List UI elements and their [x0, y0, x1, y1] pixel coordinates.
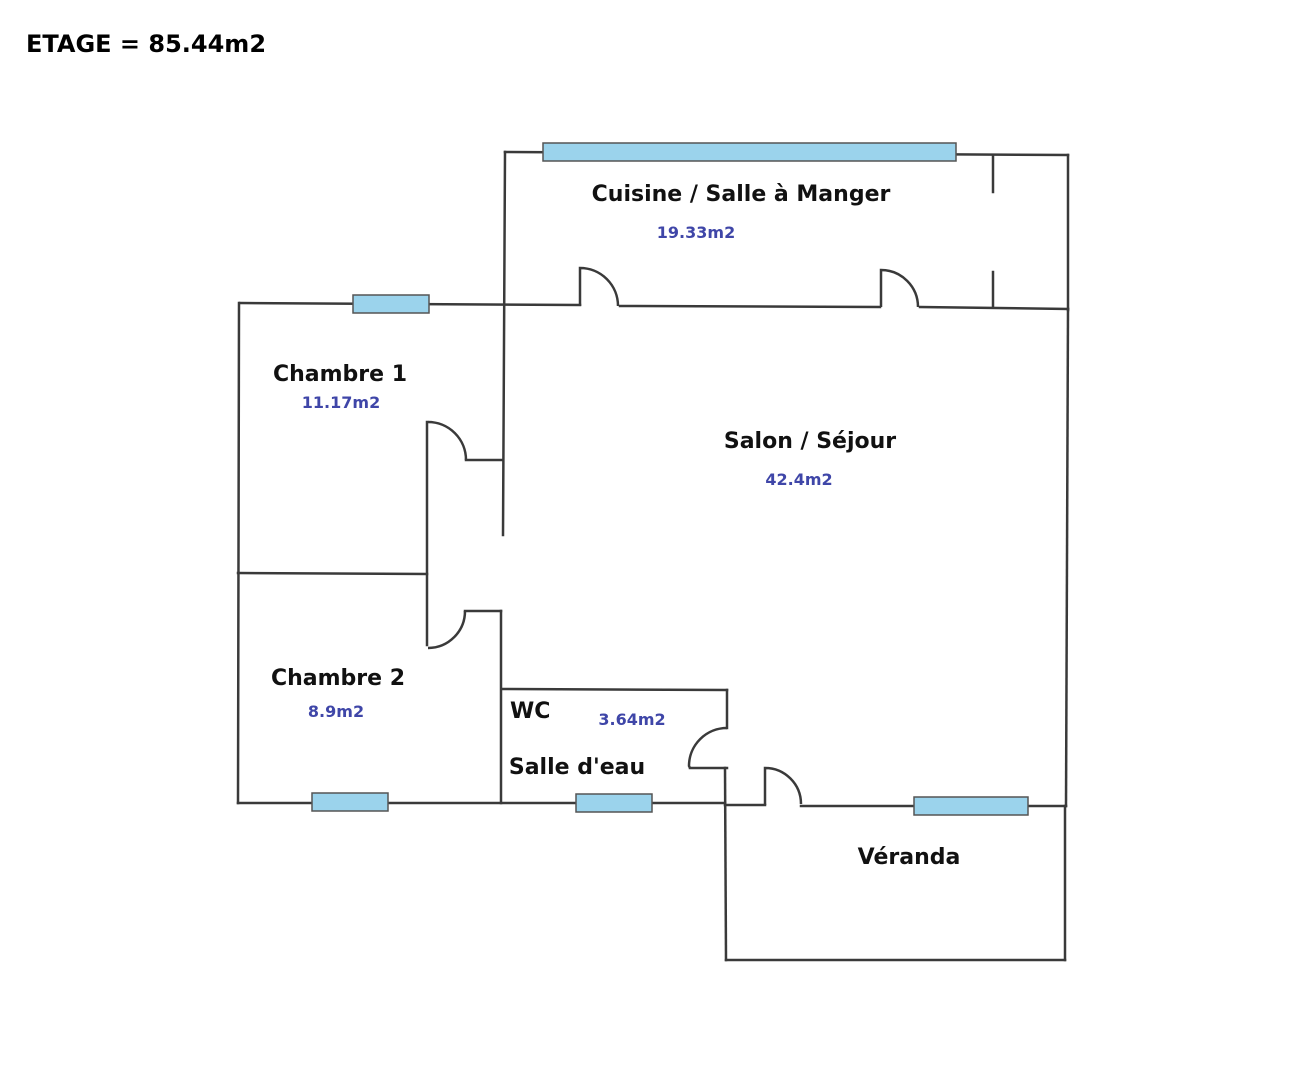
room-label-chambre1: Chambre 1 — [273, 362, 407, 387]
window-salon-veranda — [913, 796, 1029, 816]
wall-veranda-left — [723, 766, 728, 962]
room-area-chambre1: 11.17m2 — [302, 393, 380, 412]
windows — [311, 142, 1029, 816]
room-label-wc: WC — [510, 699, 550, 724]
room-area-chambre2: 8.9m2 — [308, 702, 364, 721]
door-kitchen-right — [879, 268, 920, 308]
window-salle-eau — [575, 793, 653, 813]
walls — [236, 150, 1070, 962]
room-labels: Cuisine / Salle à Manger 19.33m2 Chambre… — [271, 182, 960, 870]
wall-bedroom1-bedroom2 — [236, 571, 429, 576]
room-label-veranda: Véranda — [858, 845, 961, 870]
window-bedroom1 — [352, 294, 430, 314]
room-area-cuisine: 19.33m2 — [657, 223, 735, 242]
room-area-wc: 3.64m2 — [598, 710, 665, 729]
plan-title: ETAGE = 85.44m2 — [26, 30, 266, 58]
wall-salon-right — [1064, 307, 1070, 808]
doors — [427, 266, 920, 805]
wall-kitchen-salon-mid — [618, 304, 882, 309]
window-bedroom2 — [311, 792, 389, 812]
window-kitchen — [542, 142, 957, 162]
door-bedroom1 — [427, 420, 468, 461]
room-label-chambre2: Chambre 2 — [271, 666, 405, 691]
room-label-salon: Salon / Séjour — [724, 429, 896, 454]
room-area-salon: 42.4m2 — [765, 470, 832, 489]
wall-kitchen-salon-right — [918, 305, 1070, 311]
door-bedroom2 — [427, 610, 467, 650]
wall-wc-top — [501, 687, 729, 692]
door-wc — [687, 726, 728, 769]
room-label-salle-eau: Salle d'eau — [509, 755, 645, 780]
wall-bedrooms-left — [236, 301, 241, 805]
wall-kitchen-left — [501, 150, 507, 537]
door-veranda — [763, 766, 803, 805]
room-label-cuisine: Cuisine / Salle à Manger — [592, 182, 891, 207]
door-kitchen-left — [578, 266, 620, 307]
